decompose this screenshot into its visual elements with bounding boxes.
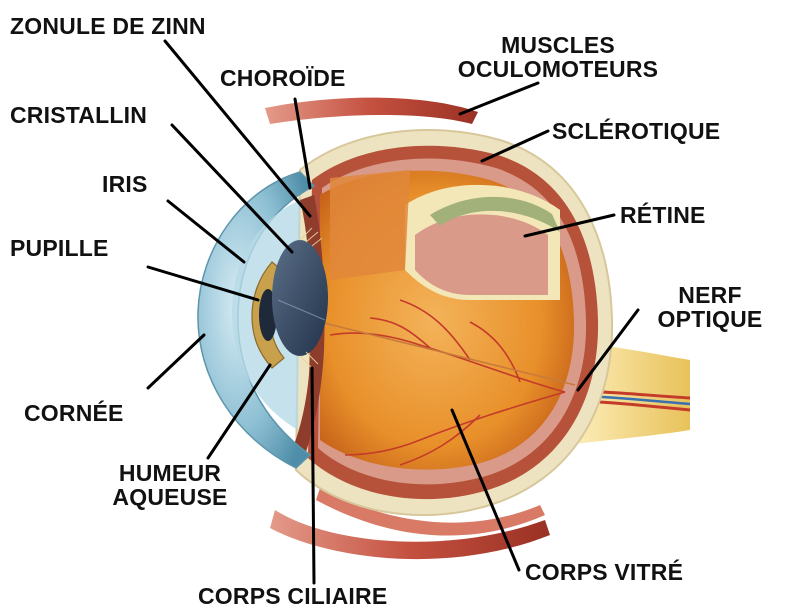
- label-retine: RÉTINE: [620, 203, 706, 227]
- label-corps-vitre: CORPS VITRÉ: [525, 560, 683, 584]
- label-zonule-de-zinn: ZONULE DE ZINN: [10, 14, 206, 38]
- label-aqueuse: AQUEUSE: [100, 485, 240, 509]
- label-optique: OPTIQUE: [640, 307, 780, 331]
- label-pupille: PUPILLE: [10, 236, 109, 260]
- leader-corps-ciliaire: [312, 368, 314, 583]
- label-humeur: HUMEUR: [100, 461, 240, 485]
- label-nerf: NERF: [640, 283, 780, 307]
- label-sclerotique: SCLÉROTIQUE: [552, 119, 720, 143]
- label-muscles: MUSCLES: [448, 33, 668, 57]
- label-oculomoteurs: OCULOMOTEURS: [448, 57, 668, 81]
- leader-cornee: [148, 335, 204, 388]
- label-cornee: CORNÉE: [24, 401, 124, 425]
- label-cristallin: CRISTALLIN: [10, 103, 147, 127]
- label-corps-ciliaire: CORPS CILIAIRE: [198, 584, 387, 608]
- label-iris: IRIS: [102, 172, 148, 196]
- label-choroide: CHOROÏDE: [220, 66, 346, 90]
- lens: [272, 240, 328, 356]
- leader-muscles: [460, 83, 538, 114]
